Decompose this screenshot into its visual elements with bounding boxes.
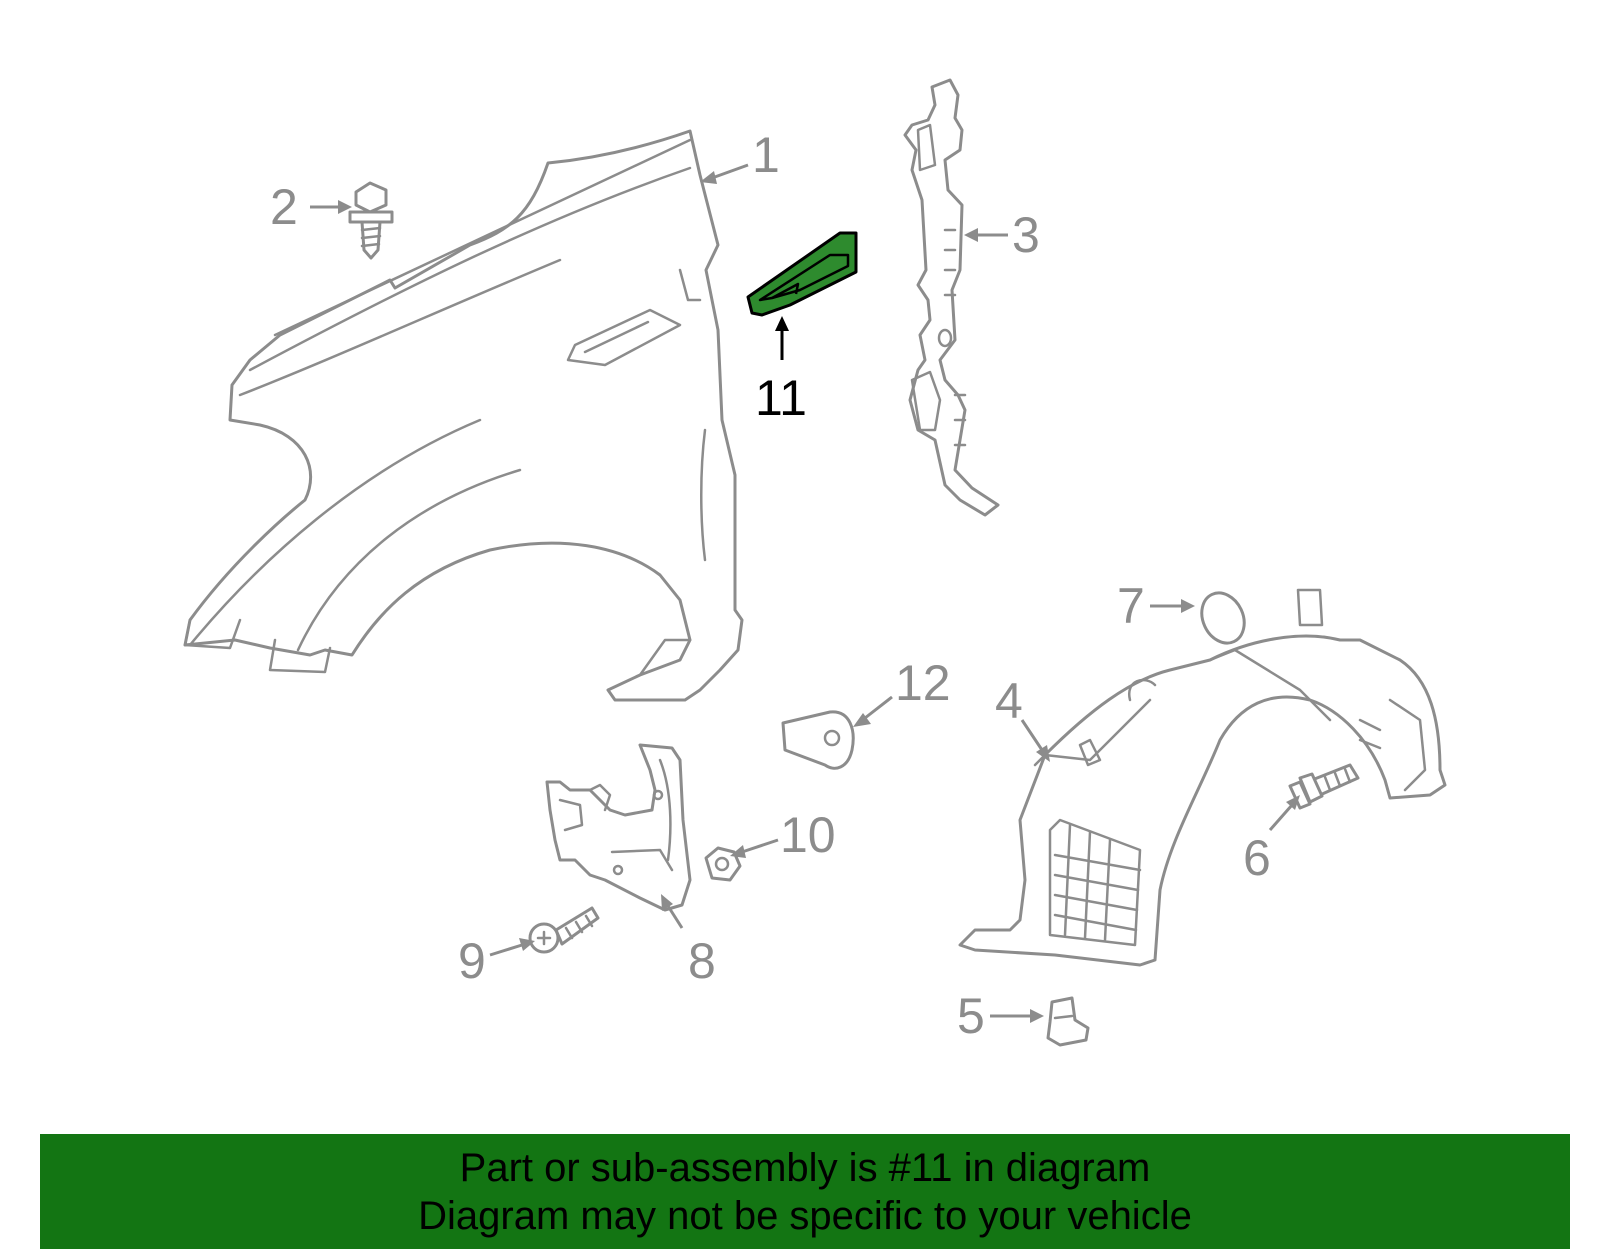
- svg-text:3: 3: [1012, 207, 1040, 263]
- callout-1: 1: [700, 127, 780, 184]
- liner-part-4: [958, 588, 1447, 967]
- svg-text:1: 1: [752, 127, 780, 183]
- svg-text:10: 10: [780, 807, 836, 863]
- svg-text:4: 4: [995, 673, 1023, 729]
- highlighted-part-11: [746, 231, 858, 317]
- svg-text:8: 8: [688, 933, 716, 989]
- callout-3: 3: [964, 207, 1040, 263]
- callout-12: 12: [853, 655, 951, 727]
- info-banner: Part or sub-assembly is #11 in diagram D…: [40, 1134, 1570, 1249]
- callout-2: 2: [270, 179, 352, 235]
- bolt-part-2: [348, 181, 394, 260]
- svg-text:11: 11: [755, 370, 807, 426]
- banner-line-part-number: Part or sub-assembly is #11 in diagram: [459, 1146, 1151, 1190]
- svg-text:5: 5: [957, 988, 985, 1044]
- screw-part-9: [528, 906, 600, 954]
- callout-7: 7: [1117, 578, 1195, 634]
- bracket-part-3: [903, 78, 1000, 517]
- callout-4: 4: [995, 673, 1050, 762]
- clip-part-5: [1046, 996, 1090, 1047]
- svg-text:12: 12: [895, 655, 951, 711]
- fender-part: [183, 129, 744, 702]
- svg-text:2: 2: [270, 179, 298, 235]
- callout-10: 10: [730, 807, 836, 863]
- parts-diagram: 1 2 3 4 5 6 7 8 9 10: [183, 78, 1447, 1047]
- banner-line-disclaimer: Diagram may not be specific to your vehi…: [418, 1194, 1192, 1238]
- callout-5: 5: [957, 988, 1044, 1044]
- bracket-part-12: [781, 710, 855, 770]
- svg-text:9: 9: [458, 933, 486, 989]
- callout-6: 6: [1243, 795, 1300, 886]
- svg-text:6: 6: [1243, 830, 1271, 886]
- callout-8: 8: [661, 894, 716, 989]
- grommet-part-7: [1200, 591, 1246, 645]
- mudflap-part-8: [545, 743, 692, 912]
- callout-9: 9: [458, 933, 535, 989]
- bolt-part-6: [1288, 763, 1360, 810]
- callout-11: 11: [755, 316, 807, 426]
- svg-text:7: 7: [1117, 578, 1145, 634]
